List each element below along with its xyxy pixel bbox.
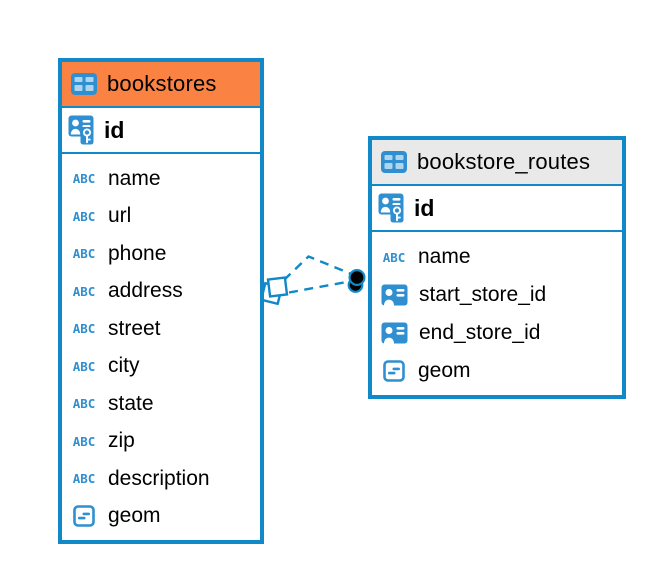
text-type-icon: ABC	[72, 321, 96, 337]
column-row-start-store-id[interactable]: start_store_id	[372, 276, 622, 314]
column-row-url[interactable]: ABC url	[62, 198, 260, 236]
table-bookstores-header[interactable]: bookstores	[62, 62, 260, 108]
column-row-id[interactable]: id	[62, 108, 260, 154]
column-name: geom	[108, 504, 161, 528]
text-type-icon: ABC	[382, 249, 406, 265]
column-row-description[interactable]: ABC description	[62, 460, 260, 498]
relationship-lines[interactable]	[283, 255, 351, 294]
column-list: ABC name ABC url ABC phone ABC address A…	[62, 154, 260, 540]
table-icon	[380, 150, 408, 174]
column-name: start_store_id	[419, 283, 547, 306]
column-row-geom[interactable]: geom	[62, 498, 260, 536]
table-icon	[70, 72, 98, 96]
column-name: id	[414, 194, 435, 221]
column-name: url	[108, 204, 132, 228]
column-row-geom[interactable]: geom	[372, 352, 622, 390]
geometry-type-icon	[383, 360, 405, 382]
relationship-line-lower	[288, 280, 350, 294]
column-row-name[interactable]: ABC name	[372, 238, 622, 276]
table-title: bookstore_routes	[417, 149, 591, 174]
reference-type-icon	[381, 284, 408, 306]
column-name: state	[108, 391, 154, 415]
column-row-phone[interactable]: ABC phone	[62, 235, 260, 273]
column-name: city	[108, 354, 140, 378]
column-name: geom	[418, 359, 471, 382]
text-type-icon: ABC	[72, 208, 96, 224]
column-name: zip	[108, 429, 135, 453]
geometry-type-icon	[73, 505, 95, 527]
table-bookstores[interactable]: bookstores id ABC name ABC url ABC phone…	[58, 58, 264, 544]
relationship-target-marker-dots[interactable]	[347, 269, 366, 293]
column-row-city[interactable]: ABC city	[62, 348, 260, 386]
relationship-source-marker-squares[interactable]	[259, 276, 289, 306]
text-type-icon: ABC	[72, 283, 96, 299]
text-type-icon: ABC	[72, 171, 96, 187]
column-name: phone	[108, 241, 167, 265]
primary-key-icon	[68, 115, 96, 145]
column-name: description	[108, 466, 210, 490]
primary-key-icon	[378, 193, 406, 223]
text-type-icon: ABC	[72, 358, 96, 374]
table-bookstore-routes-header[interactable]: bookstore_routes	[372, 140, 622, 186]
text-type-icon: ABC	[72, 396, 96, 412]
column-name: end_store_id	[419, 321, 541, 344]
column-row-id[interactable]: id	[372, 186, 622, 232]
column-name: name	[418, 245, 471, 268]
column-name: street	[108, 316, 161, 340]
column-row-address[interactable]: ABC address	[62, 273, 260, 311]
column-row-zip[interactable]: ABC zip	[62, 423, 260, 461]
reference-type-icon	[381, 322, 408, 344]
column-name: address	[108, 279, 183, 303]
relationship-line-upper	[283, 255, 351, 281]
text-type-icon: ABC	[72, 471, 96, 487]
table-bookstore-routes[interactable]: bookstore_routes id ABC name start_store…	[368, 136, 626, 399]
text-type-icon: ABC	[72, 433, 96, 449]
column-row-street[interactable]: ABC street	[62, 310, 260, 348]
column-name: name	[108, 166, 161, 190]
text-type-icon: ABC	[72, 246, 96, 262]
table-title: bookstores	[107, 71, 217, 96]
column-row-name[interactable]: ABC name	[62, 160, 260, 198]
column-name: id	[104, 116, 125, 143]
column-row-end-store-id[interactable]: end_store_id	[372, 314, 622, 352]
column-row-state[interactable]: ABC state	[62, 385, 260, 423]
column-list: ABC name start_store_id end_store_id geo…	[372, 232, 622, 395]
